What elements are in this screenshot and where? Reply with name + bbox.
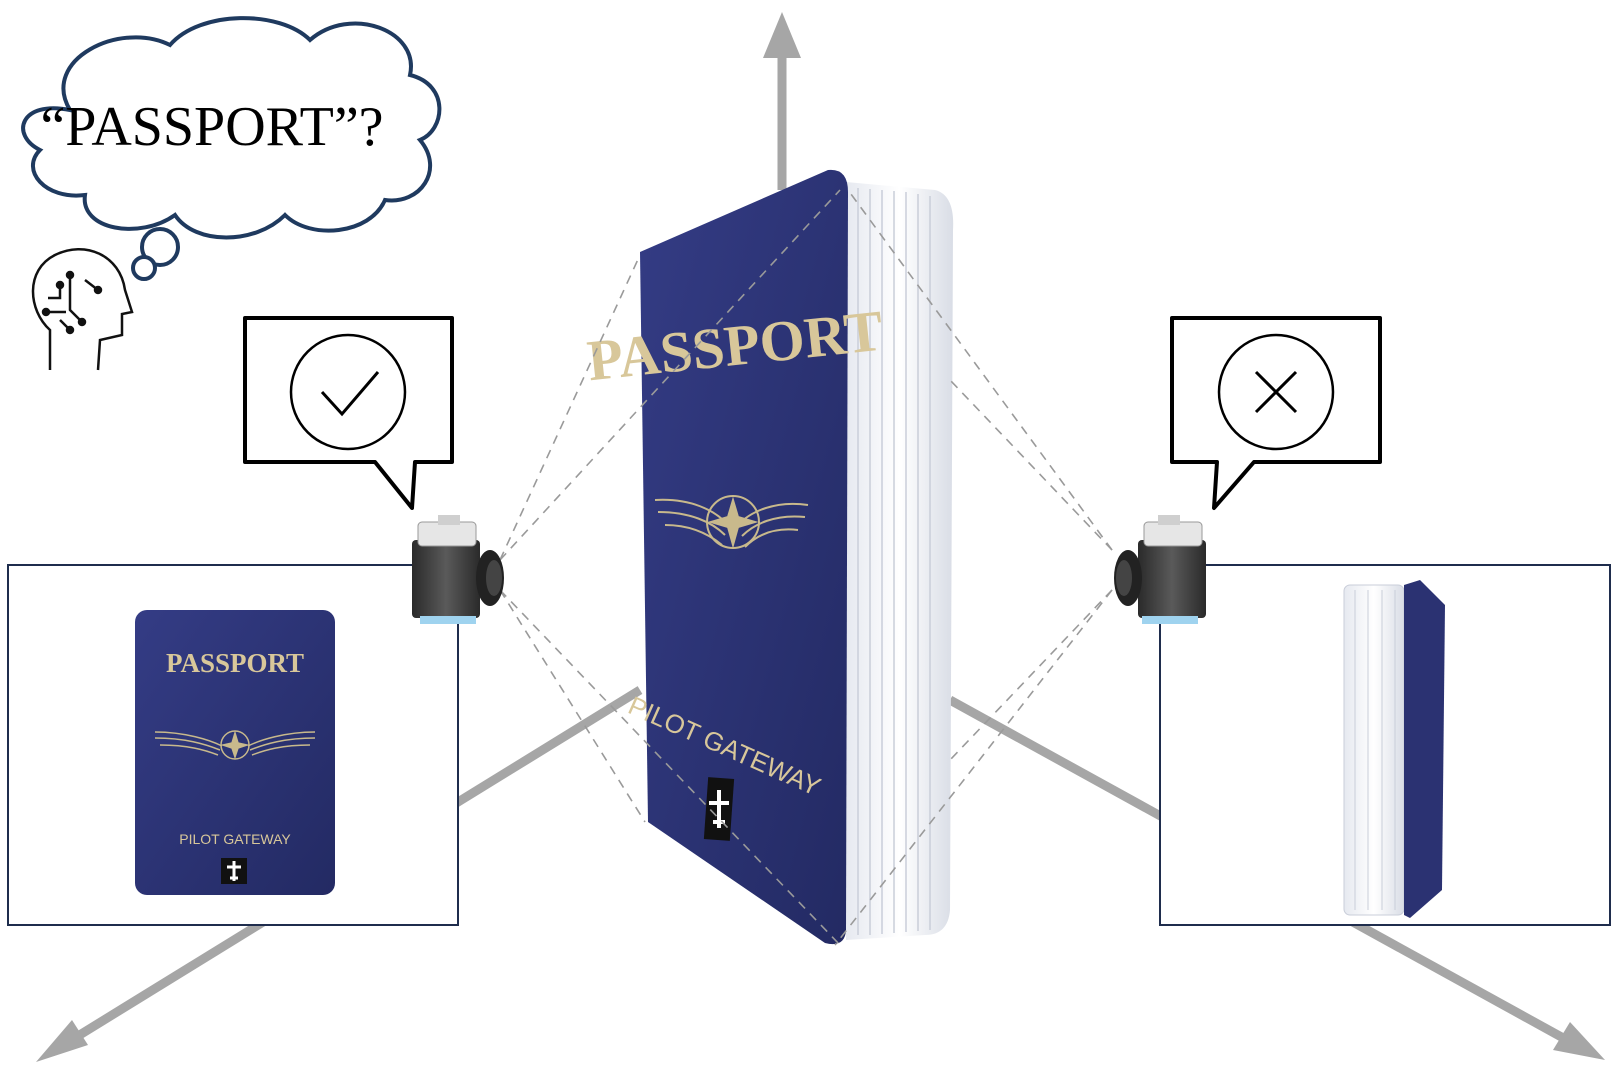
left-camera <box>412 515 504 624</box>
thought-text: “PASSPORT”? <box>40 96 383 158</box>
ai-head-icon <box>31 247 134 371</box>
side-view-panel <box>1159 564 1611 926</box>
front-view-wings-emblem <box>154 730 316 760</box>
right-camera <box>1114 515 1206 624</box>
thought-cloud: “PASSPORT”? <box>21 16 442 281</box>
main-passport-pages <box>846 182 954 940</box>
front-view-panel: PASSPORT PILOT GATEWAY <box>7 564 459 926</box>
front-view-passport: PASSPORT PILOT GATEWAY <box>135 610 335 895</box>
axis-left-down-arrowhead <box>36 1020 88 1062</box>
cloud-bubble-small <box>131 255 157 281</box>
main-passport-wings-emblem <box>654 495 809 549</box>
axis-up-arrowhead <box>763 12 801 58</box>
main-passport: PASSPORT PILOT GATEWAY <box>584 169 954 945</box>
check-icon <box>289 333 407 451</box>
main-passport-cover <box>640 169 848 945</box>
front-view-verdict-bubble <box>243 316 454 510</box>
front-view-title: PASSPORT <box>166 648 304 678</box>
cloud-shape <box>21 16 442 240</box>
cloud-bubble-large <box>140 227 180 267</box>
cross-icon <box>1217 333 1335 451</box>
side-view-passport <box>1343 580 1445 918</box>
front-view-subtitle: PILOT GATEWAY <box>179 831 291 847</box>
camera-frustums <box>499 189 1113 946</box>
side-view-verdict-bubble <box>1170 316 1382 510</box>
axis-right-down-arrowhead <box>1553 1022 1605 1060</box>
main-passport-page-lines <box>857 188 931 935</box>
